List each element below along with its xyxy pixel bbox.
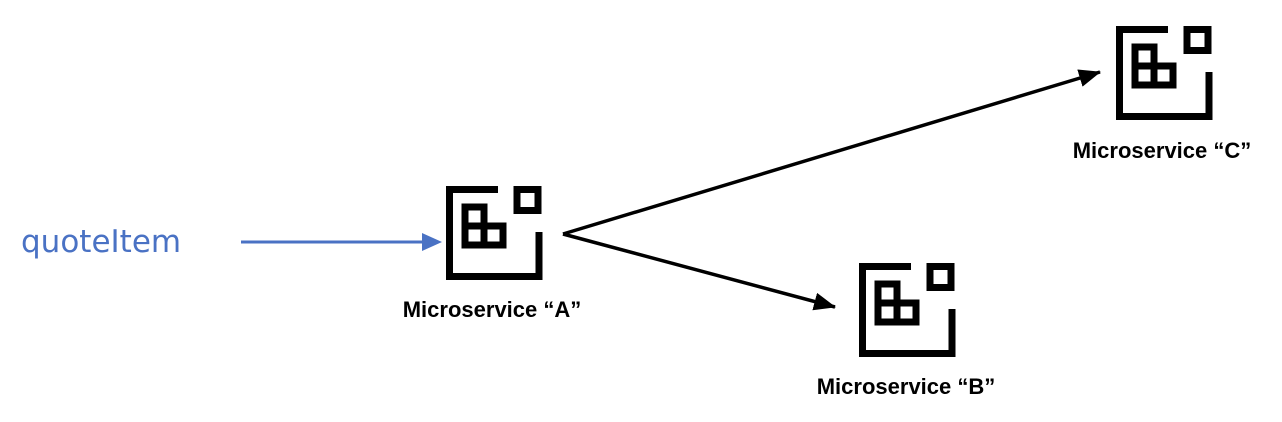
- input-label-quoteitem: quoteItem: [21, 224, 182, 260]
- microservice-b-label: Microservice “B”: [816, 374, 996, 399]
- microservice-a-label: Microservice “A”: [402, 297, 582, 322]
- microservice-c-icon: [1116, 26, 1213, 120]
- microservice-a-icon: [446, 186, 543, 280]
- input-arrow-head: [422, 233, 442, 251]
- microservice-c-label: Microservice “C”: [1072, 138, 1252, 163]
- arrow-a-to-c: [562, 69, 1101, 236]
- microservice-b-icon: [859, 263, 956, 357]
- arrow-a-to-b: [562, 232, 836, 311]
